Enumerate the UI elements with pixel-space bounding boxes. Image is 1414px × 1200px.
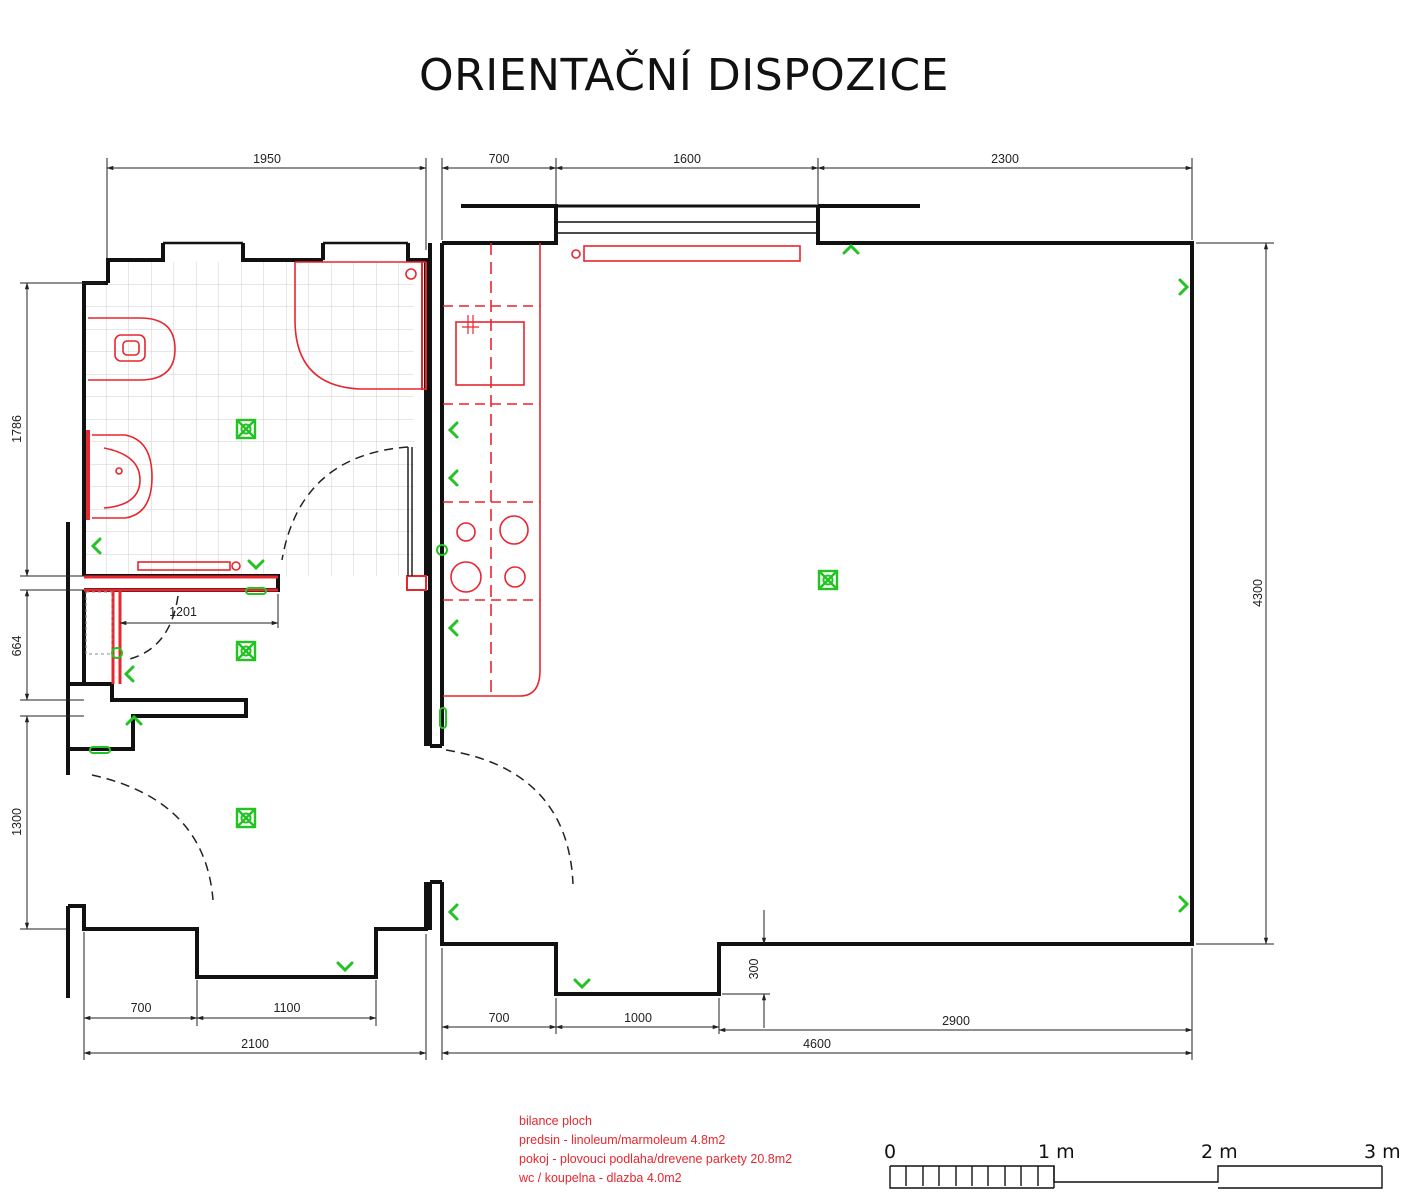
socket-icon — [448, 421, 459, 439]
dim-left-middle: 664 — [10, 636, 24, 657]
dim-step: 300 — [747, 959, 761, 980]
ceiling-light-icon — [235, 807, 257, 829]
fixtures — [84, 243, 801, 697]
legend-line: pokoj - plovouci podlaha/drevene parkety… — [519, 1152, 793, 1166]
socket-icon — [336, 961, 354, 972]
dim-top-c: 2300 — [991, 152, 1019, 166]
dim-top-a: 700 — [489, 152, 510, 166]
scale-label-0: 0 — [884, 1141, 896, 1163]
dim-bottom-c: 700 — [489, 1011, 510, 1025]
dim-bottom-a: 700 — [131, 1001, 152, 1015]
dim-bottom-e: 2900 — [942, 1014, 970, 1028]
dim-bottom-total-right: 4600 — [803, 1037, 831, 1051]
dim-bottom-d: 1000 — [624, 1011, 652, 1025]
socket-icon — [448, 619, 459, 637]
socket-icon — [1178, 278, 1189, 296]
ceiling-light-icon — [235, 640, 257, 662]
dim-top-b: 1600 — [673, 152, 701, 166]
legend-line: predsin - linoleum/marmoleum 4.8m2 — [519, 1133, 726, 1147]
legend-line: wc / koupelna - dlazba 4.0m2 — [519, 1171, 682, 1185]
scale-label-1: 1 m — [1038, 1141, 1075, 1163]
socket-icon — [842, 244, 860, 255]
dim-left-upper: 1786 — [10, 415, 24, 443]
socket-icon — [448, 469, 459, 487]
socket-icon — [124, 665, 135, 683]
legend-heading: bilance ploch — [519, 1114, 592, 1128]
scale-bar: 0 1 m 2 m 3 m — [884, 1141, 1401, 1189]
socket-icon — [573, 978, 591, 989]
dim-inner-width: 1201 — [169, 605, 197, 619]
page-title: ORIENTAČNÍ DISPOZICE — [419, 50, 949, 101]
area-legend: bilance ploch predsin - linoleum/marmole… — [519, 1112, 792, 1188]
dim-left-lower: 1300 — [10, 808, 24, 836]
dim-bottom-b: 1100 — [274, 1001, 301, 1015]
dim-bottom-total-left: 2100 — [241, 1037, 269, 1051]
dimension-labels: 1950 700 1600 2300 1786 664 1300 4300 12… — [10, 152, 1265, 1051]
socket-icon — [448, 903, 459, 921]
door-swings — [91, 446, 574, 901]
dim-top-left: 1950 — [253, 152, 281, 166]
dim-right: 4300 — [1251, 579, 1265, 607]
electrical-symbols — [89, 244, 1189, 989]
shower-box — [85, 591, 113, 655]
dimension-lines — [20, 158, 1274, 1060]
scale-label-2: 2 m — [1201, 1141, 1238, 1163]
scale-label-3: 3 m — [1364, 1141, 1401, 1163]
ceiling-light-icon — [817, 569, 839, 591]
socket-icon — [1178, 895, 1189, 913]
